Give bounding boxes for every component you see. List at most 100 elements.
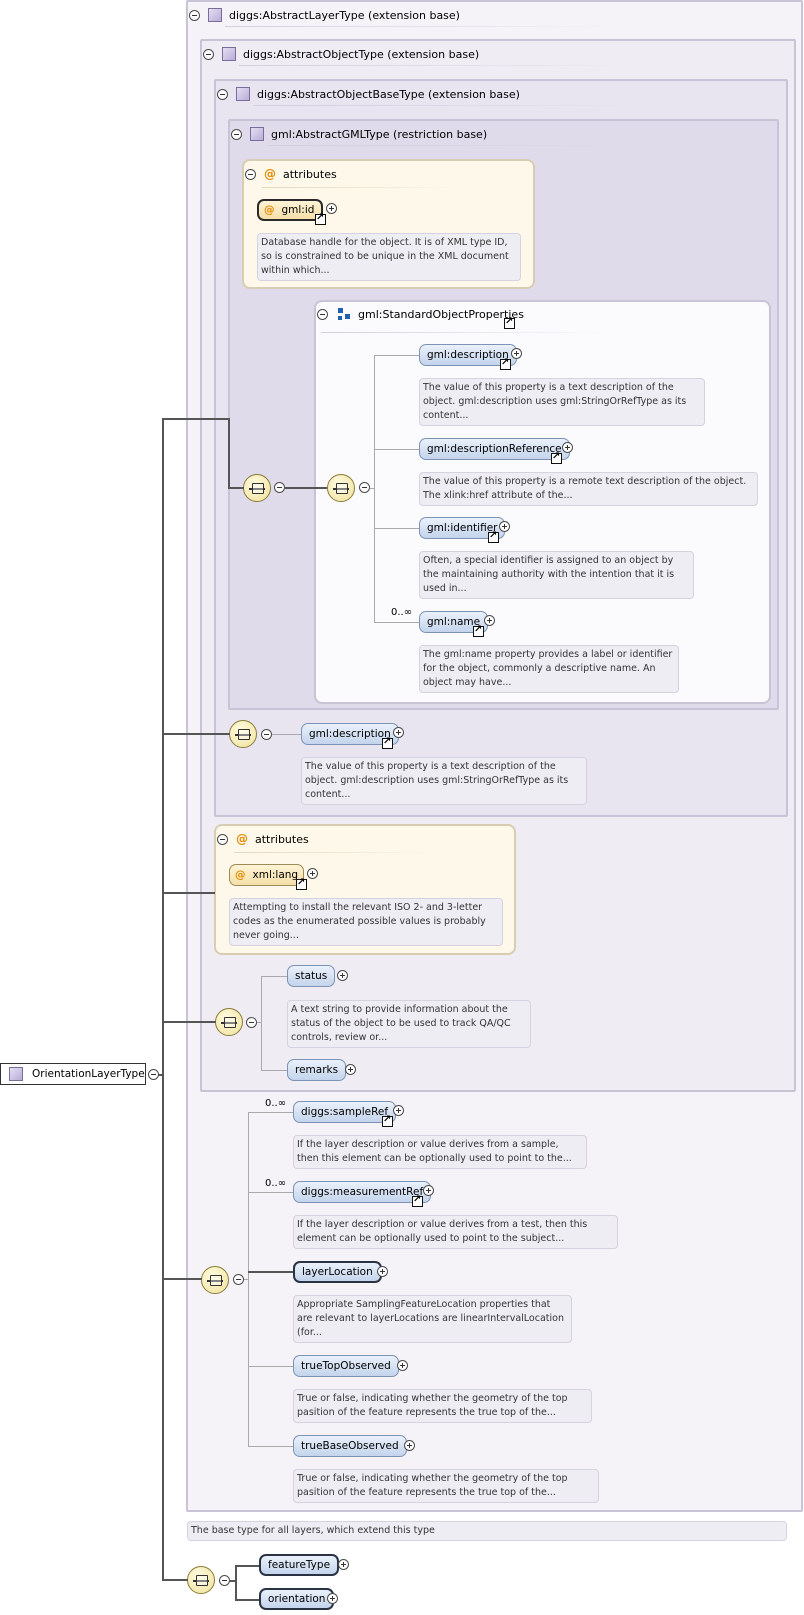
gml-id-attribute[interactable]: @ gml:id [257,199,323,221]
reference-icon[interactable] [382,736,393,749]
abstract-layer-type-header: diggs:AbstractLayerType (extension base) [189,8,460,22]
layer-location-element[interactable]: layerLocation [293,1261,382,1283]
abstract-layer-type-title: diggs:AbstractLayerType (extension base) [229,8,460,22]
xml-lang-label: xml:lang [252,869,299,881]
collapse-icon[interactable] [261,729,272,740]
expand-icon[interactable] [393,727,404,738]
reference-icon[interactable] [315,212,326,225]
feature-type-element[interactable]: featureType [259,1554,340,1576]
attribute-icon: @ [264,204,275,216]
sequence-compositor-icon[interactable] [215,1008,243,1036]
sample-ref-element[interactable]: diggs:sampleRef [293,1101,397,1123]
collapse-icon[interactable] [317,309,328,320]
object-attributes-header: @ attributes [217,832,309,846]
measurement-ref-element[interactable]: diggs:measurementRef [293,1181,432,1203]
xml-lang-doc: Attempting to install the relevant ISO 2… [229,898,503,946]
collapse-icon[interactable] [203,48,214,60]
reference-icon[interactable] [551,451,562,464]
abstract-object-base-type-header: diggs:AbstractObjectBaseType (extension … [217,87,520,101]
collapse-icon[interactable] [217,88,228,100]
reference-icon[interactable] [500,357,511,370]
collapse-icon[interactable] [189,9,200,21]
collapse-icon[interactable] [217,833,228,845]
expand-icon[interactable] [397,1360,408,1371]
expand-icon[interactable] [377,1266,388,1277]
abstract-gml-type-title: gml:AbstractGMLType (restriction base) [271,127,488,141]
gml-id-label: gml:id [281,204,315,216]
sequence-compositor-icon[interactable] [229,720,257,748]
gml-identifier-doc: Often, a special identifier is assigned … [419,551,694,599]
expand-icon[interactable] [307,868,318,879]
group-icon [338,308,351,321]
gml-id-doc: Database handle for the object. It is of… [257,233,521,281]
true-top-observed-doc: True or false, indicating whether the ge… [293,1389,592,1423]
abstract-object-type-title: diggs:AbstractObjectType (extension base… [243,47,480,61]
collapse-icon[interactable] [231,128,242,140]
sequence-compositor-icon[interactable] [327,474,355,502]
expand-icon[interactable] [562,442,573,453]
status-doc: A text string to provide information abo… [287,1000,531,1048]
base-gml-description-doc: The value of this property is a text des… [301,757,587,805]
true-top-observed-element[interactable]: trueTopObserved [293,1355,399,1377]
reference-icon[interactable] [504,316,515,329]
reference-icon[interactable] [412,1194,423,1207]
true-base-observed-element[interactable]: trueBaseObserved [293,1435,407,1457]
abstract-object-type-header: diggs:AbstractObjectType (extension base… [203,47,479,61]
expand-icon[interactable] [484,615,495,626]
collapse-icon[interactable] [274,482,285,493]
expand-icon[interactable] [327,1593,338,1604]
base-gml-description-element[interactable]: gml:description [301,723,399,745]
layer-location-doc: Appropriate SamplingFeatureLocation prop… [293,1295,572,1343]
sample-ref-occurrence: 0..∞ [265,1098,287,1109]
true-base-observed-doc: True or false, indicating whether the ge… [293,1469,599,1503]
reference-icon[interactable] [473,624,484,637]
attribute-icon: @ [264,167,276,181]
expand-icon[interactable] [345,1064,356,1075]
complex-type-icon [222,47,236,61]
reference-icon[interactable] [382,1114,393,1127]
collapse-icon[interactable] [233,1274,244,1285]
complex-type-icon [9,1067,23,1081]
orientation-layer-type-root[interactable]: OrientationLayerType [0,1063,146,1085]
collapse-icon[interactable] [359,482,370,493]
abstract-gml-type-header: gml:AbstractGMLType (restriction base) [231,127,487,141]
attribute-icon: @ [236,832,248,846]
expand-icon[interactable] [499,521,510,532]
gml-description-reference-element[interactable]: gml:descriptionReference [419,438,570,460]
gml-name-element[interactable]: gml:name [419,611,489,633]
expand-icon[interactable] [511,348,522,359]
reference-icon[interactable] [488,530,499,543]
sequence-compositor-icon[interactable] [243,474,271,502]
expand-icon[interactable] [337,970,348,981]
expand-icon[interactable] [326,203,337,214]
gml-identifier-element[interactable]: gml:identifier [419,517,506,539]
sequence-compositor-icon[interactable] [201,1266,229,1294]
gml-description-doc: The value of this property is a text des… [419,378,705,426]
expand-icon[interactable] [393,1105,404,1116]
collapse-icon[interactable] [219,1575,230,1586]
collapse-icon[interactable] [246,1017,257,1028]
object-attributes-title: attributes [255,832,309,846]
collapse-icon[interactable] [148,1069,159,1080]
gml-attributes-title: attributes [283,167,337,181]
reference-icon[interactable] [296,877,307,890]
sample-ref-doc: If the layer description or value derive… [293,1135,587,1169]
collapse-icon[interactable] [245,168,256,180]
complex-type-icon [208,8,222,22]
standard-object-properties-title: gml:StandardObjectProperties [358,308,524,321]
remarks-element[interactable]: remarks [287,1059,347,1081]
expand-icon[interactable] [423,1185,434,1196]
orientation-element[interactable]: orientation [259,1588,335,1610]
complex-type-icon [236,87,250,101]
gml-name-doc: The gml:name property provides a label o… [419,645,679,693]
expand-icon[interactable] [338,1559,349,1570]
xml-lang-attribute[interactable]: @ xml:lang [229,864,304,886]
gml-name-occurrence: 0..∞ [391,607,413,618]
measurement-ref-occurrence: 0..∞ [265,1178,287,1189]
sequence-compositor-icon[interactable] [187,1566,215,1594]
status-element[interactable]: status [287,965,336,987]
abstract-object-base-type-title: diggs:AbstractObjectBaseType (extension … [257,87,520,101]
expand-icon[interactable] [404,1440,415,1451]
attribute-icon: @ [235,869,246,881]
gml-description-element[interactable]: gml:description [419,344,517,366]
